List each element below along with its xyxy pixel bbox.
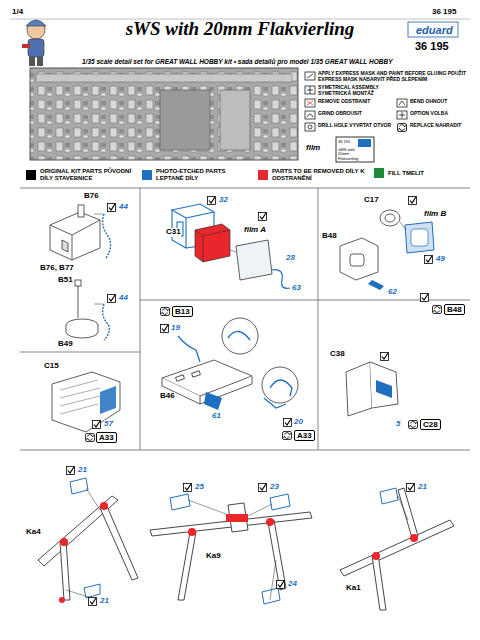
- callout-number: 23: [270, 483, 279, 492]
- part-name: B48: [322, 232, 337, 241]
- film-text: sWS with 20mm Flakvierling: [338, 148, 360, 161]
- symbol-text: REPLACE NAHRADIT: [410, 123, 470, 129]
- film-label: film A: [244, 226, 266, 235]
- legend-swatch: [26, 170, 36, 180]
- part-name: Ka4: [26, 528, 41, 537]
- callout-number: 21: [78, 466, 87, 475]
- part-reference: C28: [423, 420, 438, 429]
- part-reference: B13: [175, 307, 190, 316]
- title: sWS with 20mm Flakvierling: [0, 18, 480, 40]
- callout-number: 24: [288, 580, 297, 589]
- part-name: C15: [44, 362, 59, 371]
- legend-text: ORIGINAL KIT PARTS PŮVODNÍ DÍLY STAVEBNI…: [40, 168, 135, 182]
- callout-number: 63: [292, 284, 301, 293]
- symbol-text: GRIND OBROUSIT: [318, 111, 393, 117]
- film-text: 36 195: [338, 140, 358, 144]
- legend-swatch: [374, 168, 384, 178]
- part-reference-box: A33: [294, 430, 315, 441]
- set-number: 36 195: [432, 8, 456, 17]
- part-name: B46: [160, 392, 175, 401]
- part-name: C38: [330, 350, 345, 359]
- callout-number: 49: [436, 255, 445, 264]
- part-reference-box: A33: [96, 432, 117, 443]
- callout-number: 57: [104, 420, 113, 429]
- callout-number: 28: [286, 254, 295, 263]
- part-name: C31: [166, 228, 181, 237]
- legend-text: PHOTO-ETCHED PARTS LEPTANÉ DÍLY: [156, 168, 251, 182]
- callout-number: 21: [100, 597, 109, 606]
- callout-number: 21: [418, 483, 427, 492]
- symbol-text: SYMETRICAL ASSEMBLY SYMETRICKÁ MONTÁŽ: [318, 85, 393, 96]
- page-number: 1/4: [12, 8, 23, 17]
- callout-number: 61: [212, 412, 221, 421]
- part-reference-box: C28: [420, 419, 441, 430]
- brand-logo: eduard: [416, 24, 453, 36]
- part-name: C17: [364, 196, 379, 205]
- symbol-text: OPTION VOLBA: [410, 111, 470, 117]
- callout-number: 5: [396, 420, 400, 429]
- callout-number: 19: [171, 324, 180, 333]
- legend-entry: FILL TMELIT: [374, 168, 480, 178]
- legend-entry: ORIGINAL KIT PARTS PŮVODNÍ DÍLY STAVEBNI…: [26, 168, 135, 182]
- callout-number: 62: [388, 288, 397, 297]
- symbol-text: APPLY EXPRESS MASK AND PAINT BEFORE GLUI…: [318, 71, 468, 82]
- part-name: B76: [84, 192, 99, 201]
- part-reference: B48: [447, 305, 462, 314]
- callout-number: 25: [195, 483, 204, 492]
- symbol-text: DRILL HOLE VYVRTAT OTVOR: [318, 123, 393, 129]
- part-name: Ka1: [346, 584, 361, 593]
- part-reference-box: B48: [444, 304, 465, 315]
- callout-number: 32: [219, 196, 228, 205]
- callout-number: 20: [294, 418, 303, 427]
- part-reference: A33: [99, 433, 114, 442]
- film-label: film B: [424, 210, 446, 219]
- legend-entry: PARTS TO BE REMOVED DÍLY K ODSTRANĚNÍ: [258, 168, 367, 182]
- mascot: [22, 20, 46, 66]
- legend-text: FILL TMELIT: [388, 170, 480, 177]
- part-reference-box: B13: [172, 306, 193, 317]
- legend-text: PARTS TO BE REMOVED DÍLY K ODSTRANĚNÍ: [272, 168, 367, 182]
- symbol-text: BEND OHNOUT: [410, 99, 470, 105]
- legend-swatch: [142, 170, 152, 180]
- legend-entry: PHOTO-ETCHED PARTS LEPTANÉ DÍLY: [142, 168, 251, 182]
- callout-number: 44: [119, 294, 128, 303]
- part-name: B76, B77: [40, 264, 74, 273]
- film-label: film: [306, 144, 320, 153]
- symbol-text: REMOVE ODSTRANIT: [318, 99, 393, 105]
- callout-number: 44: [119, 203, 128, 212]
- part-name: B49: [58, 340, 73, 349]
- part-name: B51: [58, 276, 73, 285]
- set-number: 36 195: [415, 40, 449, 52]
- legend-swatch: [258, 170, 268, 180]
- subtitle: 1/35 scale detail set for GREAT WALL HOB…: [82, 58, 393, 65]
- part-name: Ka9: [206, 552, 221, 561]
- part-reference: A33: [297, 431, 312, 440]
